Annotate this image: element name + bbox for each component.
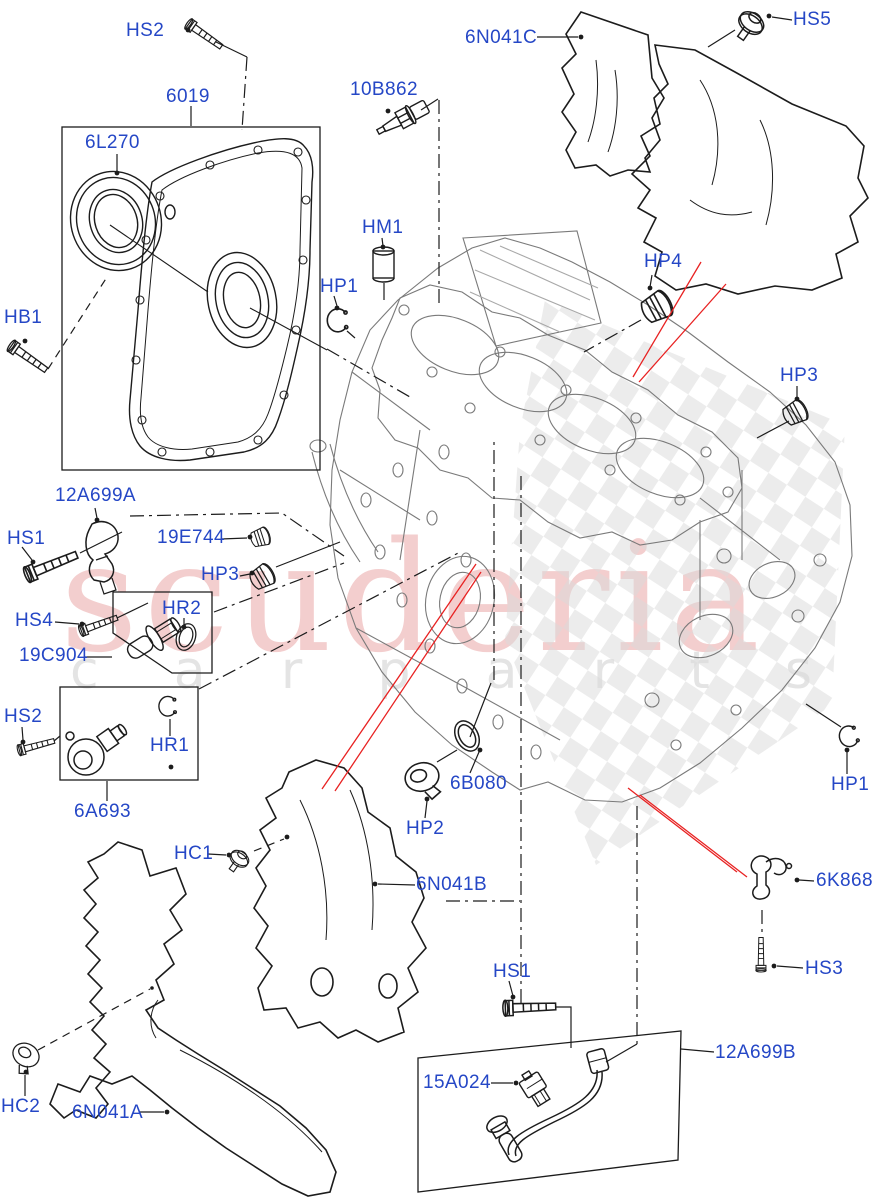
dowel-hm1-icon — [372, 246, 395, 283]
part-label-6b080: 6B080 — [450, 773, 507, 794]
crank-seal-6l270-icon — [69, 170, 163, 272]
part-label-hp4: HP4 — [644, 251, 683, 272]
part-label-hs3: HS3 — [805, 958, 844, 979]
part-label-6l270: 6L270 — [85, 132, 140, 153]
bracket-6k868-icon — [750, 855, 793, 900]
part-label-hm1: HM1 — [362, 217, 404, 238]
pushpin-hc1-icon — [222, 846, 253, 877]
part-label-19c904: 19C904 — [19, 645, 88, 666]
sensor-19c904-icon — [126, 617, 182, 659]
clip-hp1-right-icon — [836, 723, 861, 750]
part-label-15a024: 15A024 — [423, 1072, 491, 1093]
red-pointer-lines — [321, 261, 748, 878]
insulator-panel-6n041a-icon — [49, 841, 337, 1197]
part-label-hs5: HS5 — [793, 9, 832, 30]
part-label-6019: 6019 — [166, 86, 210, 107]
part-label-hs1-bot: HS1 — [493, 961, 532, 982]
part-label-6n041a: 6N041A — [72, 1102, 144, 1123]
insulator-panel-6n041b-icon — [253, 759, 427, 1043]
bolt-hb1-icon — [5, 338, 51, 377]
insulator-panel-6n041c-icon — [561, 11, 869, 295]
group-box-12a699b — [417, 1030, 682, 1193]
callout-parts — [3, 6, 869, 1197]
part-label-10b862: 10B862 — [350, 79, 418, 100]
part-label-6k868: 6K868 — [816, 870, 873, 891]
part-label-hs2-top: HS2 — [126, 20, 165, 41]
bolt-hs2-low-icon — [15, 734, 57, 757]
part-label-6a693: 6A693 — [74, 801, 131, 822]
pushpin-hs5-icon — [729, 6, 769, 47]
part-label-hp2: HP2 — [406, 818, 445, 839]
part-label-hs2-low: HS2 — [4, 706, 43, 727]
group-box-6019 — [61, 126, 321, 471]
bolt-hs3-icon — [755, 936, 767, 973]
part-label-6n041b: 6N041B — [416, 874, 488, 895]
part-label-hp3-right: HP3 — [780, 365, 819, 386]
clip-hr1-icon — [158, 695, 178, 717]
part-label-hp1-right: HP1 — [831, 774, 870, 795]
group-box-19c904 — [112, 591, 213, 674]
clip-hp1-left-icon — [326, 308, 349, 333]
part-label-hb1: HB1 — [4, 307, 43, 328]
connector-15a024-icon — [518, 1069, 551, 1108]
part-label-19e744: 19E744 — [157, 527, 225, 548]
part-label-hr2: HR2 — [162, 598, 202, 619]
bolt-hs1-bot-icon — [501, 997, 557, 1018]
leader-dots — [20, 13, 850, 1115]
part-label-6n041c: 6N041C — [465, 27, 538, 48]
timing-cover-6019-icon — [109, 138, 328, 462]
part-label-hc2: HC2 — [1, 1096, 41, 1117]
watermark-checker-flag — [505, 300, 845, 865]
bolt-hs2-top-icon — [182, 17, 226, 53]
part-label-hs4: HS4 — [15, 610, 54, 631]
solenoid-6a693-icon — [65, 723, 128, 776]
plug-hp2-icon — [401, 758, 446, 806]
watermark: scuderia c a r p a r t s — [60, 300, 845, 865]
part-label-hp3-left: HP3 — [201, 564, 240, 585]
part-label-hs1-mid: HS1 — [7, 528, 46, 549]
wiring-12a699b-icon — [486, 1048, 610, 1163]
leader-lines — [20, 13, 850, 1115]
group-box-6a693 — [59, 686, 199, 781]
part-label-12a699b: 12A699B — [715, 1042, 796, 1063]
part-label-12a699a: 12A699A — [55, 485, 136, 506]
part-label-hc1: HC1 — [174, 843, 214, 864]
part-label-hr1: HR1 — [150, 735, 190, 756]
sensor-10b862-icon — [375, 99, 430, 136]
engine-block-drawing — [309, 230, 853, 803]
sensor-12a699a-icon — [85, 520, 119, 595]
part-label-hp1-left: HP1 — [320, 276, 359, 297]
